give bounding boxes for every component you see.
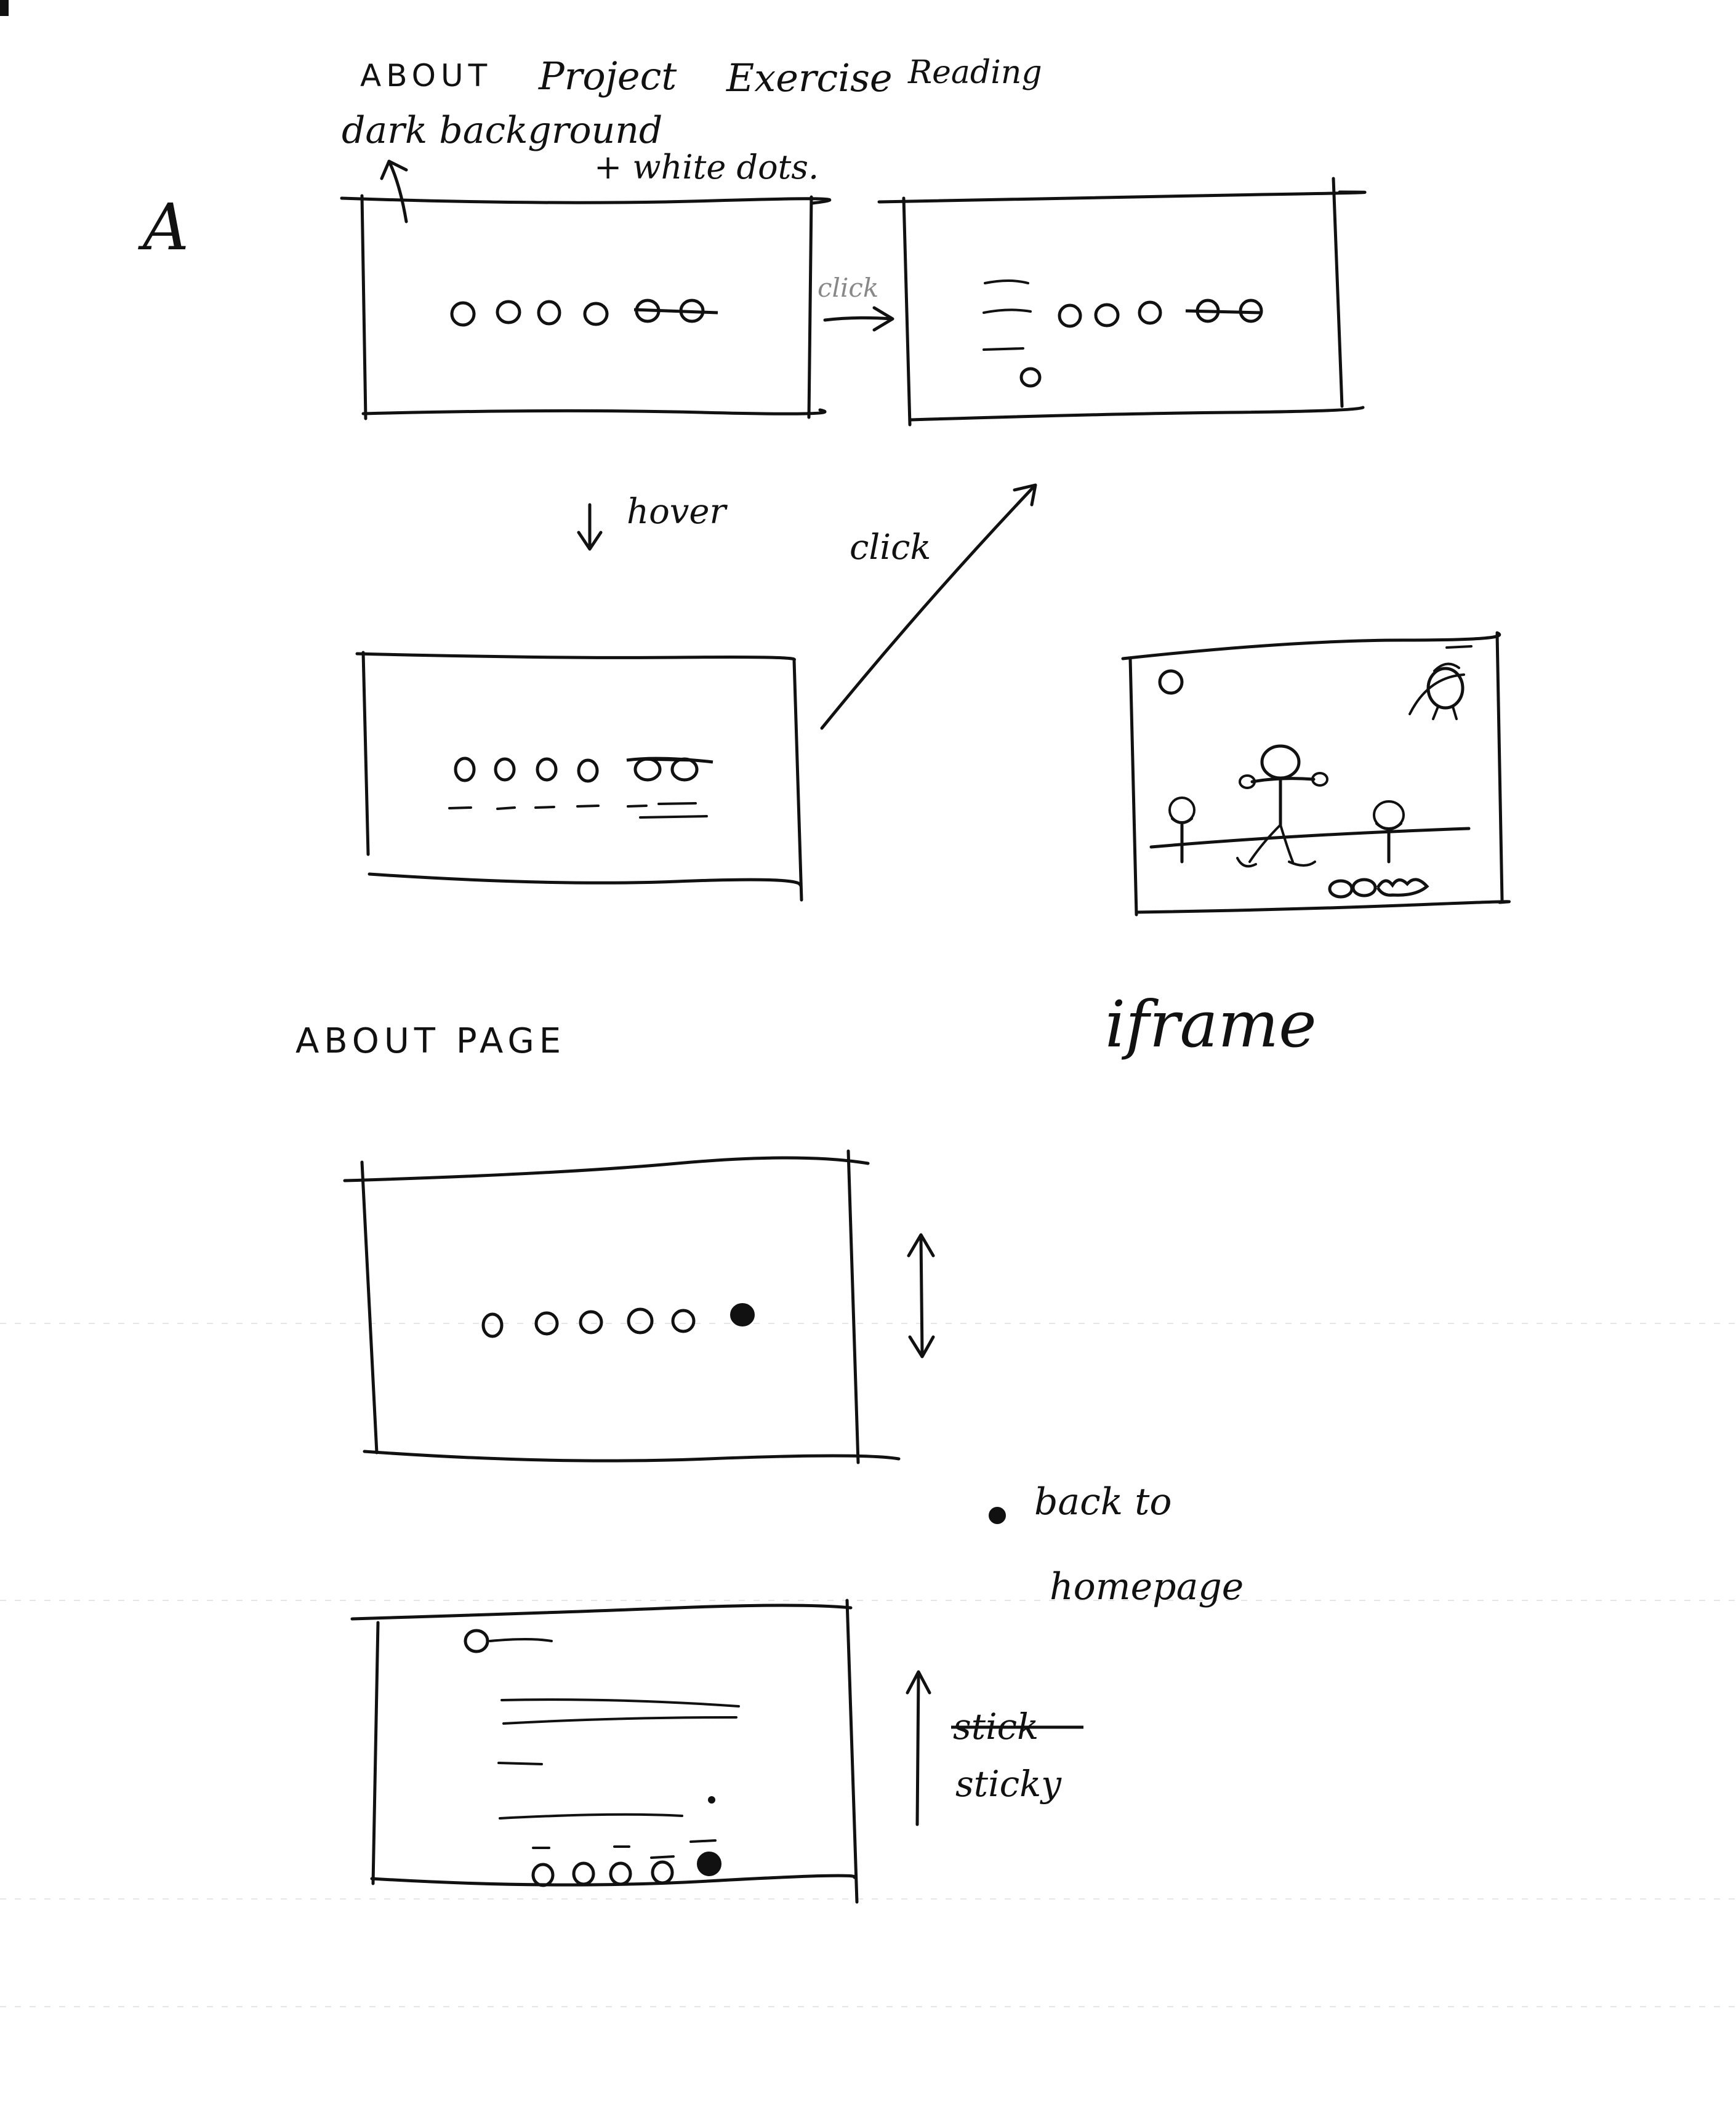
tree-left-icon [1168,797,1196,864]
note-homepage: homepage [1050,1565,1244,1608]
frame-clicked [877,177,1367,427]
figure-icon [1236,744,1328,868]
annotation-arrow-icon [380,159,408,223]
clicked-dots-row [1058,299,1263,328]
sticky-dots-row [531,1839,721,1887]
nav-dots-row [450,299,718,327]
nav-label-project: Project [538,54,677,98]
annotation-white-dots: + white dots. [594,148,819,187]
arrow-hover-label: hover [627,492,728,532]
note-sticky: sticky [955,1763,1062,1805]
scan-corner-mark [0,0,9,16]
arrow-right-icon [823,306,894,332]
annotation-dark-background: dark background [342,109,662,152]
hover-labels-dashes [448,802,708,819]
scan-streaks [0,1323,1736,2007]
sticky-active-dot [697,1852,721,1876]
frame-about-scrolled [350,1599,859,1904]
ground-line [1149,827,1471,849]
nav-label-about: ABOUT [360,58,492,94]
frame-iframe [1121,631,1511,917]
about-dots-row [481,1303,755,1338]
iframe-corner-dot [1158,669,1184,695]
nav-label-reading: Reading [907,54,1042,91]
arrow-click-top-label: click [818,273,878,303]
arrow-click-diagonal-label: click [850,528,931,568]
caption-about-page: ABOUT PAGE [295,1021,566,1061]
tree-right-icon [1373,800,1405,864]
active-dot [730,1303,755,1326]
sheet-label: A [138,190,189,265]
content-text-lines [497,1698,740,1820]
arrow-down-icon [577,503,603,551]
frame-about [343,1149,901,1464]
scroll-arrow-icon [907,1233,935,1359]
nav-labels: ABOUT Project Exercise Reading [360,54,1042,100]
hover-dots-row [454,757,713,783]
frame-hover [355,651,803,902]
iframe-dots-row [1328,878,1429,899]
nav-label-exercise: Exercise [726,55,893,100]
note-back-to: back to [1034,1480,1171,1523]
clicked-text-lines [983,279,1042,388]
bird-icon [1408,645,1473,720]
bullet-dot [989,1507,1006,1524]
sticky-arrow-icon [906,1670,931,1826]
content-header [464,1629,553,1653]
frame-homepage [340,194,832,420]
caption-iframe: iframe [1105,987,1317,1062]
arrow-diagonal-icon [820,483,1037,730]
